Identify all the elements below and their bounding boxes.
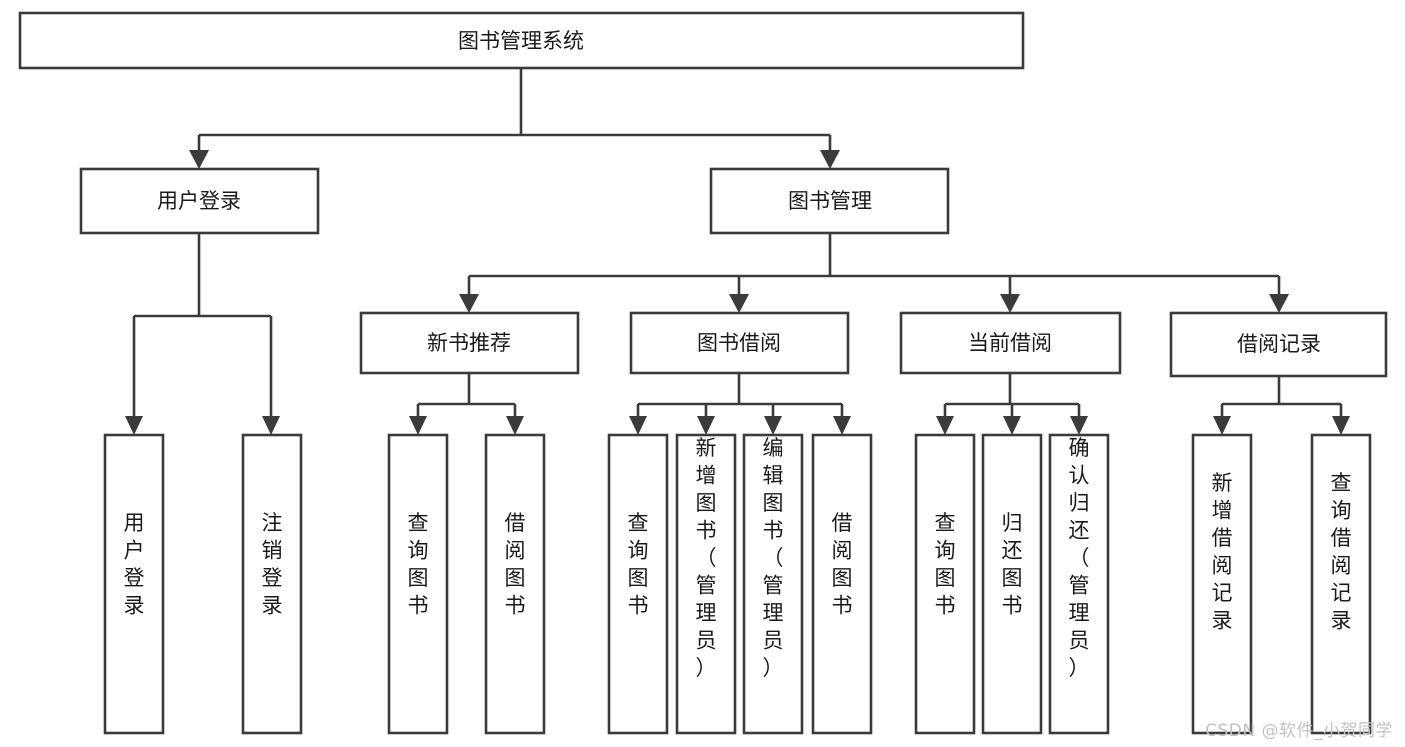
leaf-current-return-label: 归还图书 (1002, 511, 1023, 618)
leaf-record-add[interactable]: 新增借阅记录 (1191, 433, 1253, 735)
node-borrow-record-label: 借阅记录 (1237, 332, 1321, 356)
leaf-borrow-borrow-label: 借阅图书 (832, 511, 853, 618)
node-user-login-label: 用户登录 (157, 189, 241, 213)
node-book-manage[interactable]: 图书管理 (709, 167, 950, 235)
node-new-book-label: 新书推荐 (427, 331, 511, 355)
leaf-borrow-edit-box[interactable] (742, 433, 804, 735)
connector-group-record-to-leaves (1213, 376, 1350, 435)
leaf-borrow-add[interactable]: 新增图书（管理员） (675, 433, 737, 735)
node-current-borrow-label: 当前借阅 (968, 331, 1052, 355)
connector-group-root-to-level2 (189, 68, 840, 169)
connector-group-book-manage-to-level3 (459, 233, 1289, 313)
node-root-box[interactable] (18, 11, 1025, 70)
leaf-user-login-box[interactable] (103, 433, 165, 735)
leaf-borrow-add-label: 新增图书（管理员） (696, 436, 717, 680)
leaf-current-query[interactable]: 查询图书 (914, 433, 976, 735)
leaf-borrow-borrow[interactable]: 借阅图书 (811, 433, 873, 735)
connector-group-user-login-to-leaves (125, 233, 280, 435)
connector-group-borrow-to-leaves (629, 373, 851, 435)
arrow-bm-to-borrow (729, 294, 749, 313)
connector-group-new-book-to-leaves (409, 373, 524, 435)
leaf-newbook-borrow-label: 借阅图书 (505, 511, 526, 618)
arrow-user-login-to-leaf1 (125, 416, 143, 435)
leaf-current-return-box[interactable] (981, 433, 1043, 735)
arrow-user-login-to-leaf2 (262, 416, 280, 435)
node-new-book-box[interactable] (359, 311, 580, 375)
leaf-record-add-label: 新增借阅记录 (1212, 471, 1233, 633)
node-user-login[interactable]: 用户登录 (79, 167, 320, 235)
leaf-newbook-query[interactable]: 查询图书 (387, 433, 449, 735)
leaf-borrow-add-box[interactable] (675, 433, 737, 735)
arrow-br-to-leaf1 (629, 416, 647, 435)
node-borrow-record[interactable]: 借阅记录 (1169, 311, 1388, 378)
node-borrow-record-box[interactable] (1169, 311, 1388, 378)
node-book-manage-box[interactable] (709, 167, 950, 235)
leaf-user-login[interactable]: 用户登录 (103, 433, 165, 735)
leaf-current-confirm[interactable]: 确认归还（管理员） (1048, 433, 1110, 735)
arrow-nb-to-leaf2 (506, 416, 524, 435)
leaf-borrow-query-label: 查询图书 (628, 511, 649, 618)
arrow-bm-to-current (1000, 294, 1020, 313)
arrow-nb-to-leaf1 (409, 416, 427, 435)
leaf-logout-box[interactable] (241, 433, 303, 735)
arrow-root-to-user-login (189, 150, 209, 169)
leaf-record-query-box[interactable] (1310, 433, 1372, 735)
arrow-bm-to-record (1269, 294, 1289, 313)
node-book-borrow-label: 图书借阅 (697, 331, 781, 355)
node-user-login-box[interactable] (79, 167, 320, 235)
csdn-watermark: CSDN @软件_小贺同学 (1205, 721, 1393, 741)
arrow-rec-to-leaf1 (1213, 416, 1231, 435)
leaf-newbook-query-box[interactable] (387, 433, 449, 735)
leaf-current-query-label: 查询图书 (935, 511, 956, 618)
leaf-borrow-edit-label: 编辑图书（管理员） (763, 436, 784, 680)
node-book-borrow[interactable]: 图书借阅 (629, 311, 850, 375)
arrow-root-to-book-manage (820, 150, 840, 169)
arrow-bm-to-new-book (459, 294, 479, 313)
node-book-borrow-box[interactable] (629, 311, 850, 375)
leaf-newbook-borrow-box[interactable] (484, 433, 546, 735)
leaf-record-query-label: 查询借阅记录 (1331, 471, 1352, 633)
leaf-borrow-query-box[interactable] (607, 433, 669, 735)
leaf-borrow-query[interactable]: 查询图书 (607, 433, 669, 735)
leaf-logout[interactable]: 注销登录 (241, 433, 303, 735)
arrow-cur-to-leaf3 (1070, 416, 1088, 435)
node-book-manage-label: 图书管理 (788, 189, 872, 213)
connector-group-current-to-leaves (936, 373, 1088, 435)
arrow-rec-to-leaf2 (1332, 416, 1350, 435)
leaf-borrow-borrow-box[interactable] (811, 433, 873, 735)
arrow-cur-to-leaf2 (1003, 416, 1021, 435)
leaf-record-add-box[interactable] (1191, 433, 1253, 735)
arrow-cur-to-leaf1 (936, 416, 954, 435)
arrow-br-to-leaf4 (833, 416, 851, 435)
leaf-current-confirm-label: 确认归还（管理员） (1069, 436, 1090, 680)
leaf-borrow-edit[interactable]: 编辑图书（管理员） (742, 433, 804, 735)
leaf-newbook-borrow[interactable]: 借阅图书 (484, 433, 546, 735)
arrow-br-to-leaf2 (697, 416, 715, 435)
node-new-book[interactable]: 新书推荐 (359, 311, 580, 375)
leaf-newbook-query-label: 查询图书 (408, 511, 429, 618)
leaf-current-confirm-box[interactable] (1048, 433, 1110, 735)
node-current-borrow-box[interactable] (899, 311, 1122, 375)
leaf-user-login-label: 用户登录 (124, 511, 145, 618)
node-root-label: 图书管理系统 (458, 29, 584, 53)
node-root[interactable]: 图书管理系统 (18, 11, 1025, 70)
leaf-current-query-box[interactable] (914, 433, 976, 735)
leaf-logout-label: 注销登录 (262, 511, 283, 618)
node-current-borrow[interactable]: 当前借阅 (899, 311, 1122, 375)
arrow-br-to-leaf3 (764, 416, 782, 435)
leaf-record-query[interactable]: 查询借阅记录 (1310, 433, 1372, 735)
leaf-current-return[interactable]: 归还图书 (981, 433, 1043, 735)
